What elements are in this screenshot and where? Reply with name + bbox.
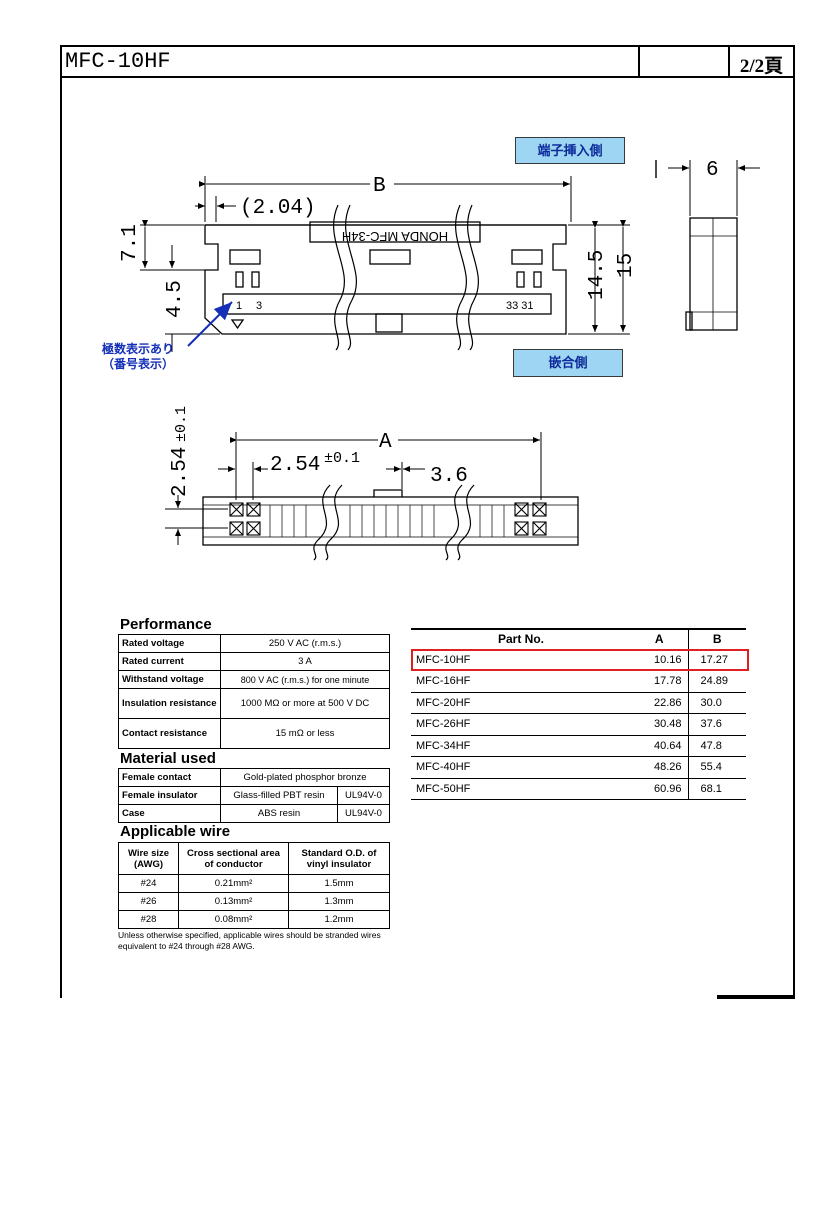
note-leader-arrow <box>187 301 233 347</box>
dim-row-pitch: 2.54 <box>169 447 192 497</box>
material-title: Material used <box>120 750 216 767</box>
wire-note: Unless otherwise specified, applicable w… <box>118 930 381 951</box>
pin-number-1: 1 <box>236 300 242 312</box>
page-number: 2/2頁 <box>739 56 784 77</box>
pin-number-3: 3 <box>256 300 262 312</box>
connector-front-outline <box>202 496 579 546</box>
connector-drawing: B (2.04) 7.1 4.5 14.5 15 6 A 2.54 ±0.1 3… <box>119 159 760 561</box>
dim-a-label: A <box>379 431 392 454</box>
selected-part-highlight <box>411 649 749 671</box>
wire-table: Wire size (AWG) Cross sectional area of … <box>118 842 390 929</box>
housing-marking: HONDA MFC-34H <box>342 229 448 244</box>
pin-number-note: 極数表示あり （番号表示） <box>101 342 174 371</box>
tag-mating-side: 嵌合側 <box>513 349 623 377</box>
performance-title: Performance <box>120 616 212 633</box>
title-block: MFC-10HF 2/2頁 <box>62 47 793 78</box>
title-block-divider <box>728 47 730 76</box>
dim-pitch: 2.54 <box>270 454 320 477</box>
pin-number-end: 33 31 <box>506 300 534 312</box>
dim-height-15: 15 <box>615 253 638 278</box>
table-header-row: Part No. A B <box>411 628 746 650</box>
drawing-sheet: MFC-10HF 2/2頁 <box>60 45 795 998</box>
dim-b-label: B <box>373 175 386 198</box>
connector-top-outline <box>204 224 567 335</box>
dim-row-tolerance: ±0.1 <box>173 406 190 442</box>
table-row: Wire size (AWG) Cross sectional area of … <box>118 842 390 875</box>
dim-height-45: 4.5 <box>164 280 187 318</box>
dim-slot: 3.6 <box>430 465 468 488</box>
document-title: MFC-10HF <box>65 49 171 74</box>
dim-width-6: 6 <box>706 159 719 182</box>
wire-title: Applicable wire <box>120 823 231 840</box>
connector-side-outline <box>689 217 738 331</box>
dim-height-145: 14.5 <box>586 250 609 300</box>
footer-bar <box>717 995 795 999</box>
dim-offset-label: (2.04) <box>240 197 316 220</box>
tag-terminal-insertion-side: 端子挿入側 <box>515 137 625 164</box>
title-block-divider <box>638 47 640 76</box>
dim-height-71: 7.1 <box>119 224 142 262</box>
dim-pitch-tolerance: ±0.1 <box>324 450 360 467</box>
